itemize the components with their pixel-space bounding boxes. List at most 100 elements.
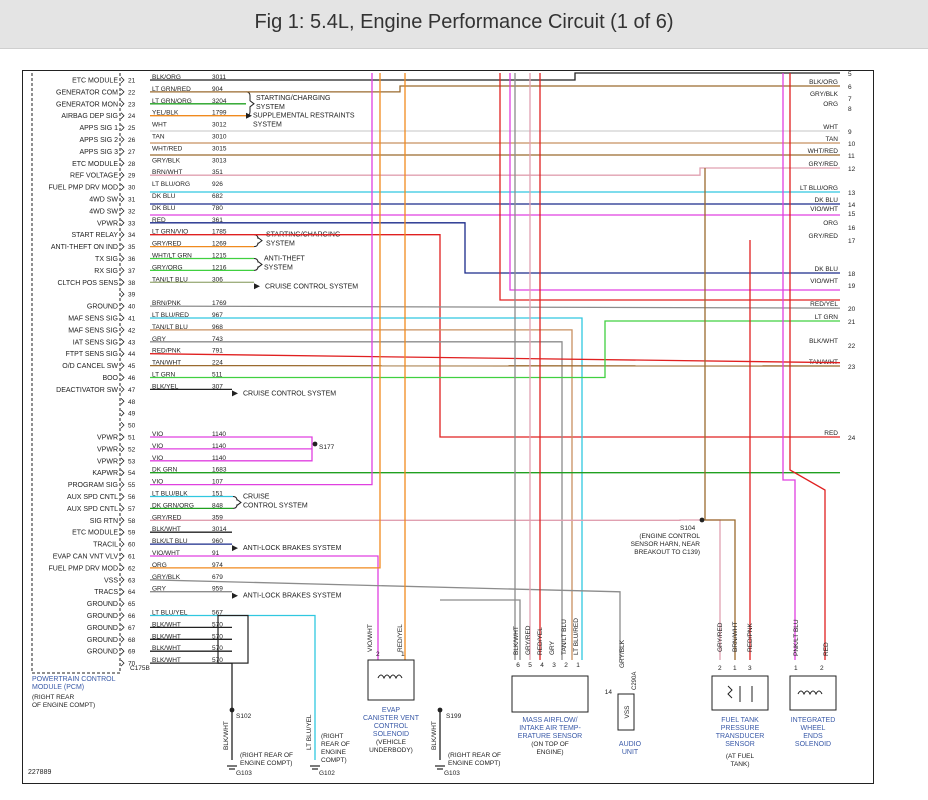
pcm-circuit-number: 151 (212, 491, 223, 498)
ground-wire-color: BLK/WHT (223, 721, 230, 750)
terminal-number: 20 (848, 306, 856, 313)
component-pin: 2 (564, 662, 568, 669)
component-connector: C290A (632, 672, 638, 690)
pcm-pin-number: 58 (128, 518, 136, 525)
pcm-pin-label: FUEL PMP DRV MOD (49, 185, 119, 192)
arrow-icon (232, 592, 238, 599)
pin-terminal-icon (120, 207, 125, 215)
pcm-circuit-number: 1683 (212, 467, 227, 474)
terminal-wire-color: WHT/RED (808, 148, 839, 155)
pcm-wire-color: BRN/WHT (152, 169, 182, 176)
wire-vio-wht-19 (509, 73, 840, 291)
system-ref-label: CRUISE CONTROL SYSTEM (243, 390, 336, 397)
component-wire-color: RED (823, 642, 830, 656)
iwe-name: INTEGRATED (791, 717, 836, 724)
system-ref-label: CRUISE (243, 494, 270, 501)
pcm-pin-number: 26 (128, 137, 136, 144)
pcm-circuit-number: 679 (212, 574, 223, 581)
pcm-circuit-number: 3204 (212, 98, 227, 105)
brace (232, 496, 242, 509)
component-wire-color: TAN/LT BLU (561, 619, 568, 655)
fuel-tank-name: TRANSDUCER (716, 733, 765, 740)
pcm-pin-number: 66 (128, 613, 136, 620)
pin-terminal-icon (120, 243, 125, 250)
splice-s102-dot (229, 707, 235, 713)
figure-title: Fig 1: 5.4L, Engine Performance Circuit … (254, 11, 674, 33)
pcm-pin-label: VSS (104, 577, 118, 584)
pcm-wire-color: VIO (152, 443, 163, 450)
pcm-pin-label: BOO (102, 375, 118, 382)
pcm-wire-color: TAN/LT BLU (152, 324, 188, 331)
evap-location: (VEHICLE (376, 739, 407, 746)
pcm-pin-label: VPWR (97, 458, 118, 465)
evap-name: CANISTER VENT (363, 715, 420, 722)
pcm-wire-color: DK BLU (152, 205, 176, 212)
system-ref-label: CONTROL SYSTEM (243, 503, 308, 510)
pcm-circuit-number: 926 (212, 181, 223, 188)
pcm-pin-label: IAT SENS SIG (73, 339, 118, 346)
pcm-wire-color: GRY/RED (152, 241, 182, 248)
pcm-wire-color: BLK/WHT (152, 526, 181, 533)
pin-terminal-icon (120, 290, 125, 298)
wire-lt-grn (150, 320, 840, 379)
pcm-pin-number: 54 (128, 470, 136, 477)
pcm-circuit-number: 1769 (212, 300, 227, 307)
pcm-pin-label: CLTCH POS SENS (57, 280, 118, 287)
pcm-circuit-number: 791 (212, 348, 223, 355)
pcm-pin-label: MAF SENS SIG (68, 327, 118, 334)
pcm-pin-number: 35 (128, 244, 136, 251)
component-wire-color: GRY/RED (717, 622, 724, 652)
pin-terminal-icon (120, 374, 125, 381)
wire-gry-red (150, 167, 840, 176)
terminal-wire-color: GRY/BLK (810, 91, 839, 98)
pcm-pin-number: 30 (128, 185, 136, 192)
pin-terminal-icon (120, 76, 125, 84)
component-pin: 1 (576, 662, 580, 669)
terminal-wire-color: VIO/WHT (810, 278, 838, 285)
splice-label: S199 (446, 713, 462, 720)
pcm-pin-number: 65 (128, 601, 136, 608)
terminal-wire-color: GRY/RED (809, 161, 839, 168)
system-ref-label: SYSTEM (264, 265, 293, 272)
terminal-wire-color: LT GRN (815, 314, 839, 321)
pin-terminal-icon (120, 433, 125, 441)
pcm-circuit-number: 224 (212, 360, 223, 367)
component-pin: 6 (516, 662, 520, 669)
terminal-number: 15 (848, 211, 856, 218)
pcm-pin-label: GROUND (87, 637, 118, 644)
pcm-pin-number: 51 (128, 435, 136, 442)
pcm-circuit-number: 1269 (212, 241, 227, 248)
pcm-pin-label: ETC MODULE (72, 530, 118, 537)
pin-terminal-icon (120, 112, 125, 119)
iwe-solenoid-box (789, 675, 837, 711)
pin-terminal-icon (120, 219, 125, 227)
pin-terminal-icon (120, 564, 125, 572)
component-pin: 1 (733, 665, 737, 672)
system-ref-label: SYSTEM (253, 122, 282, 129)
pcm-pin-number: 50 (128, 423, 136, 430)
pcm-wire-color: GRY/BLK (152, 574, 181, 581)
pcm-pin-label: AIRBAG DEP SIG (61, 113, 118, 120)
terminal-number: 13 (848, 190, 856, 197)
pcm-wire-color: DK BLU (152, 193, 176, 200)
fuel-tank-name: PRESSURE (721, 725, 760, 732)
component-wire-color: PNK/LT BLU (793, 619, 800, 656)
pcm-circuit-number: 1140 (212, 443, 226, 450)
evap-name: EVAP (382, 707, 400, 714)
pcm-pin-label: VPWR (97, 435, 118, 442)
wire-red-pnk (149, 353, 841, 364)
solenoid-coil-icon (377, 674, 403, 680)
pcm-wire-color: VIO (152, 455, 163, 462)
pcm-pin-number: 24 (128, 113, 136, 120)
pin-terminal-icon (120, 469, 125, 476)
pin-terminal-icon (120, 517, 125, 524)
pcm-pin-number: 29 (128, 173, 136, 180)
ground-wire-color: LT BLU/YEL (306, 714, 313, 750)
wire-lt-blu-red (150, 317, 583, 660)
pcm-wire-color: YEL/BLK (152, 110, 179, 117)
pcm-circuit-number: 904 (212, 86, 223, 93)
pin-terminal-icon (120, 421, 125, 429)
pcm-pin-label: REF VOLTAGE (70, 173, 118, 180)
ground-location: (RIGHT REAR OF (240, 752, 293, 759)
audio-vss-label: VSS (624, 705, 631, 719)
